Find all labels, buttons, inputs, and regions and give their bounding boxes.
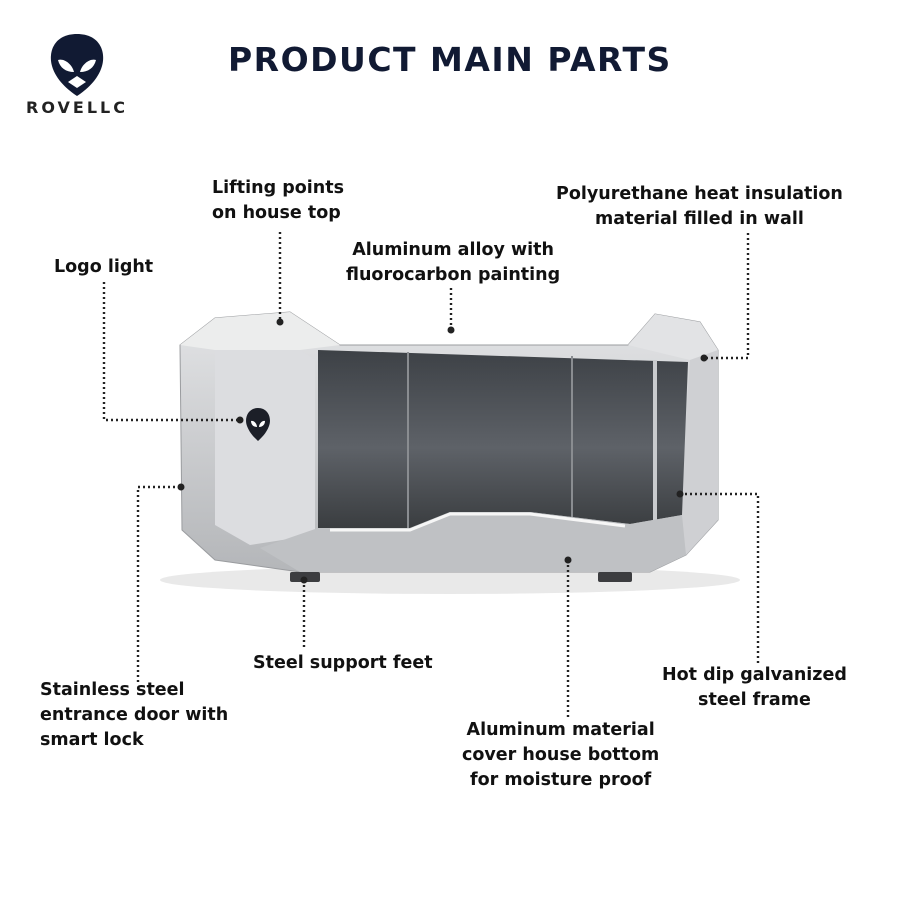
leader-polyurethane	[706, 233, 750, 360]
callout-galvanized-frame: Hot dip galvanized steel frame	[662, 665, 847, 710]
leader-lines	[102, 232, 760, 718]
brand-logo: ROVELLC	[22, 30, 132, 120]
callout-aluminum-alloy: Aluminum alloy with fluorocarbon paintin…	[346, 240, 561, 285]
brand-name: ROVELLC	[26, 98, 128, 117]
callout-aluminum-bottom: Aluminum material cover house bottom for…	[462, 720, 660, 790]
callout-support-feet: Steel support feet	[253, 653, 433, 673]
leader-stainless-door	[136, 485, 180, 685]
leader-galvanized-frame	[680, 492, 760, 665]
capsule-left-face	[215, 350, 315, 545]
logo-light-icon	[246, 408, 270, 441]
panoramic-window	[318, 350, 688, 528]
leader-logo-light	[102, 282, 238, 422]
bottom-rim	[260, 512, 686, 572]
support-foot-right	[598, 572, 632, 582]
callout-polyurethane: Polyurethane heat insulation material fi…	[556, 184, 843, 229]
page-title: PRODUCT MAIN PARTS	[228, 40, 672, 79]
callout-lifting-points: Lifting points on house top	[212, 178, 344, 223]
callout-stainless-door: Stainless steel entrance door with smart…	[40, 680, 229, 750]
leader-dots	[177, 318, 708, 584]
callout-logo-light: Logo light	[54, 257, 154, 277]
alien-head-icon	[50, 34, 104, 96]
